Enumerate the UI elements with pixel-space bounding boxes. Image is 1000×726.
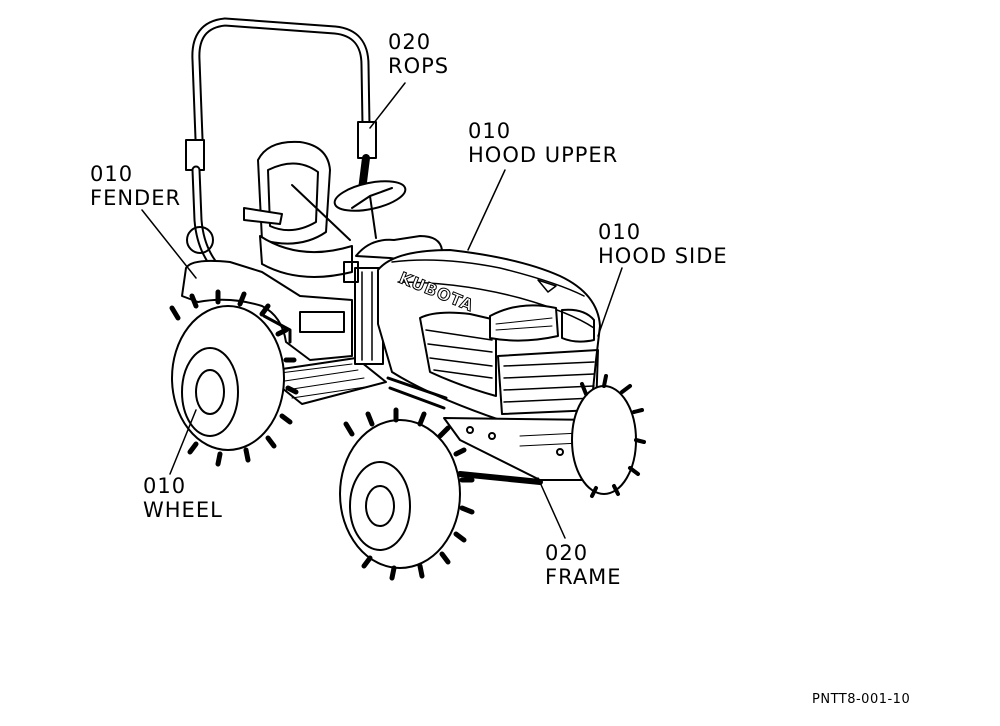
callout-label: FRAME	[545, 565, 622, 589]
callout-code: 020	[545, 541, 589, 565]
callout-code: 010	[90, 162, 134, 186]
front-frame	[386, 376, 601, 485]
front-wheel-near	[339, 407, 475, 581]
rear-wheel	[169, 289, 299, 467]
callout-label: ROPS	[388, 54, 450, 78]
rear-body	[181, 226, 353, 361]
leader-lines	[141, 82, 623, 539]
callout-code: 010	[468, 119, 512, 143]
callout-code: 010	[598, 220, 642, 244]
callout-label: WHEEL	[143, 498, 223, 522]
callout-wheel: 010 WHEEL	[143, 474, 223, 522]
callout-frame: 020 FRAME	[545, 541, 622, 589]
front-wheel-far	[571, 374, 646, 498]
callout-label: FENDER	[90, 186, 182, 210]
steering-wheel	[333, 180, 407, 239]
callout-hood-upper: 010 HOOD UPPER	[468, 119, 618, 167]
callout-hood-side: 010 HOOD SIDE	[598, 220, 728, 268]
figure-id: PNTT8-001-10	[812, 692, 911, 707]
callout-rops: 020 ROPS	[388, 30, 449, 78]
seat	[243, 140, 353, 278]
callout-label: HOOD UPPER	[468, 143, 619, 167]
callout-fender: 010 FENDER	[90, 162, 181, 210]
callout-code: 010	[143, 474, 187, 498]
rops-roll-bar	[185, 17, 377, 267]
callout-code: 020	[388, 30, 432, 54]
callout-label: HOOD SIDE	[598, 244, 728, 268]
